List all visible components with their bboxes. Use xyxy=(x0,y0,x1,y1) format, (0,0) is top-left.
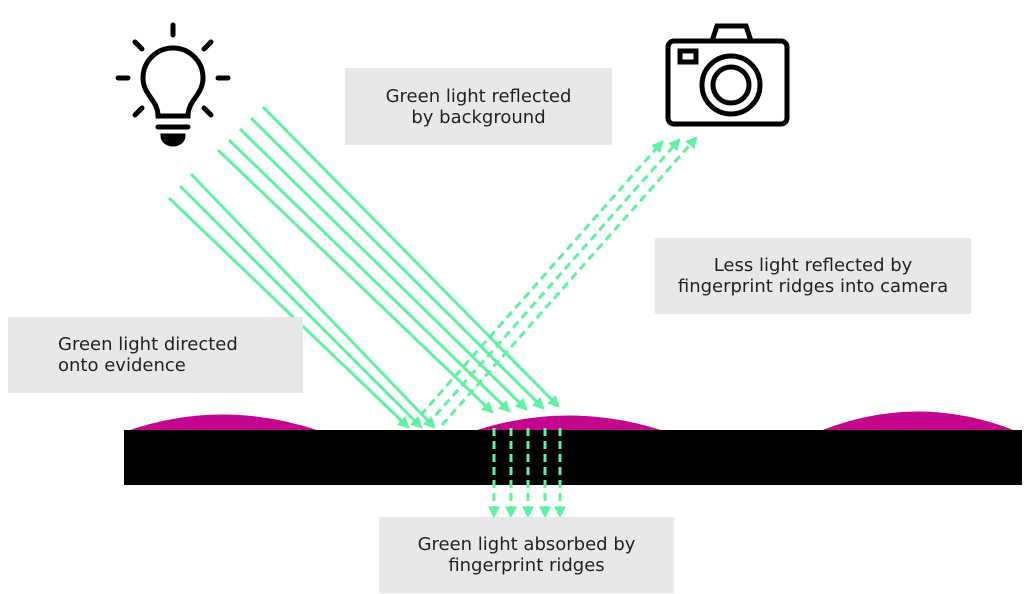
reflected-light-ray xyxy=(440,136,698,426)
incident-light-ray xyxy=(238,127,528,411)
label-line: Less light reflected by xyxy=(713,255,913,276)
light-bulb-icon xyxy=(115,22,231,147)
label-line: fingerprint ridges into camera xyxy=(677,276,949,297)
label-reflected-by-background: Green light reflected by background xyxy=(345,68,612,145)
incident-light-ray xyxy=(227,138,511,413)
label-light-directed: Green light directed onto evidence xyxy=(8,317,303,393)
reflected-light-ray xyxy=(410,140,664,426)
incident-light-ray xyxy=(167,196,410,429)
label-line: Green light reflected xyxy=(385,85,572,107)
incident-light-ray xyxy=(189,172,436,429)
label-line: onto evidence xyxy=(58,355,186,376)
fingerprint-ridge-right xyxy=(820,411,1016,431)
label-line: by background xyxy=(411,106,546,128)
label-light-absorbed: Green light absorbed by fingerprint ridg… xyxy=(379,517,674,593)
label-line: fingerprint ridges xyxy=(448,555,605,576)
incident-light-ray xyxy=(261,105,560,408)
incident-light-ray xyxy=(216,148,494,414)
fingerprint-ridge-left xyxy=(127,414,320,431)
incident-light-ray xyxy=(178,184,423,429)
fingerprint-ridge-center xyxy=(474,415,664,431)
label-less-light-reflected: Less light reflected by fingerprint ridg… xyxy=(655,238,971,314)
reflected-light-ray xyxy=(425,138,681,426)
evidence-surface xyxy=(124,430,1022,485)
label-line: Green light absorbed by xyxy=(417,534,636,555)
camera-icon xyxy=(665,23,790,127)
incident-light-ray xyxy=(249,116,545,410)
label-line: Green light directed xyxy=(58,334,238,355)
